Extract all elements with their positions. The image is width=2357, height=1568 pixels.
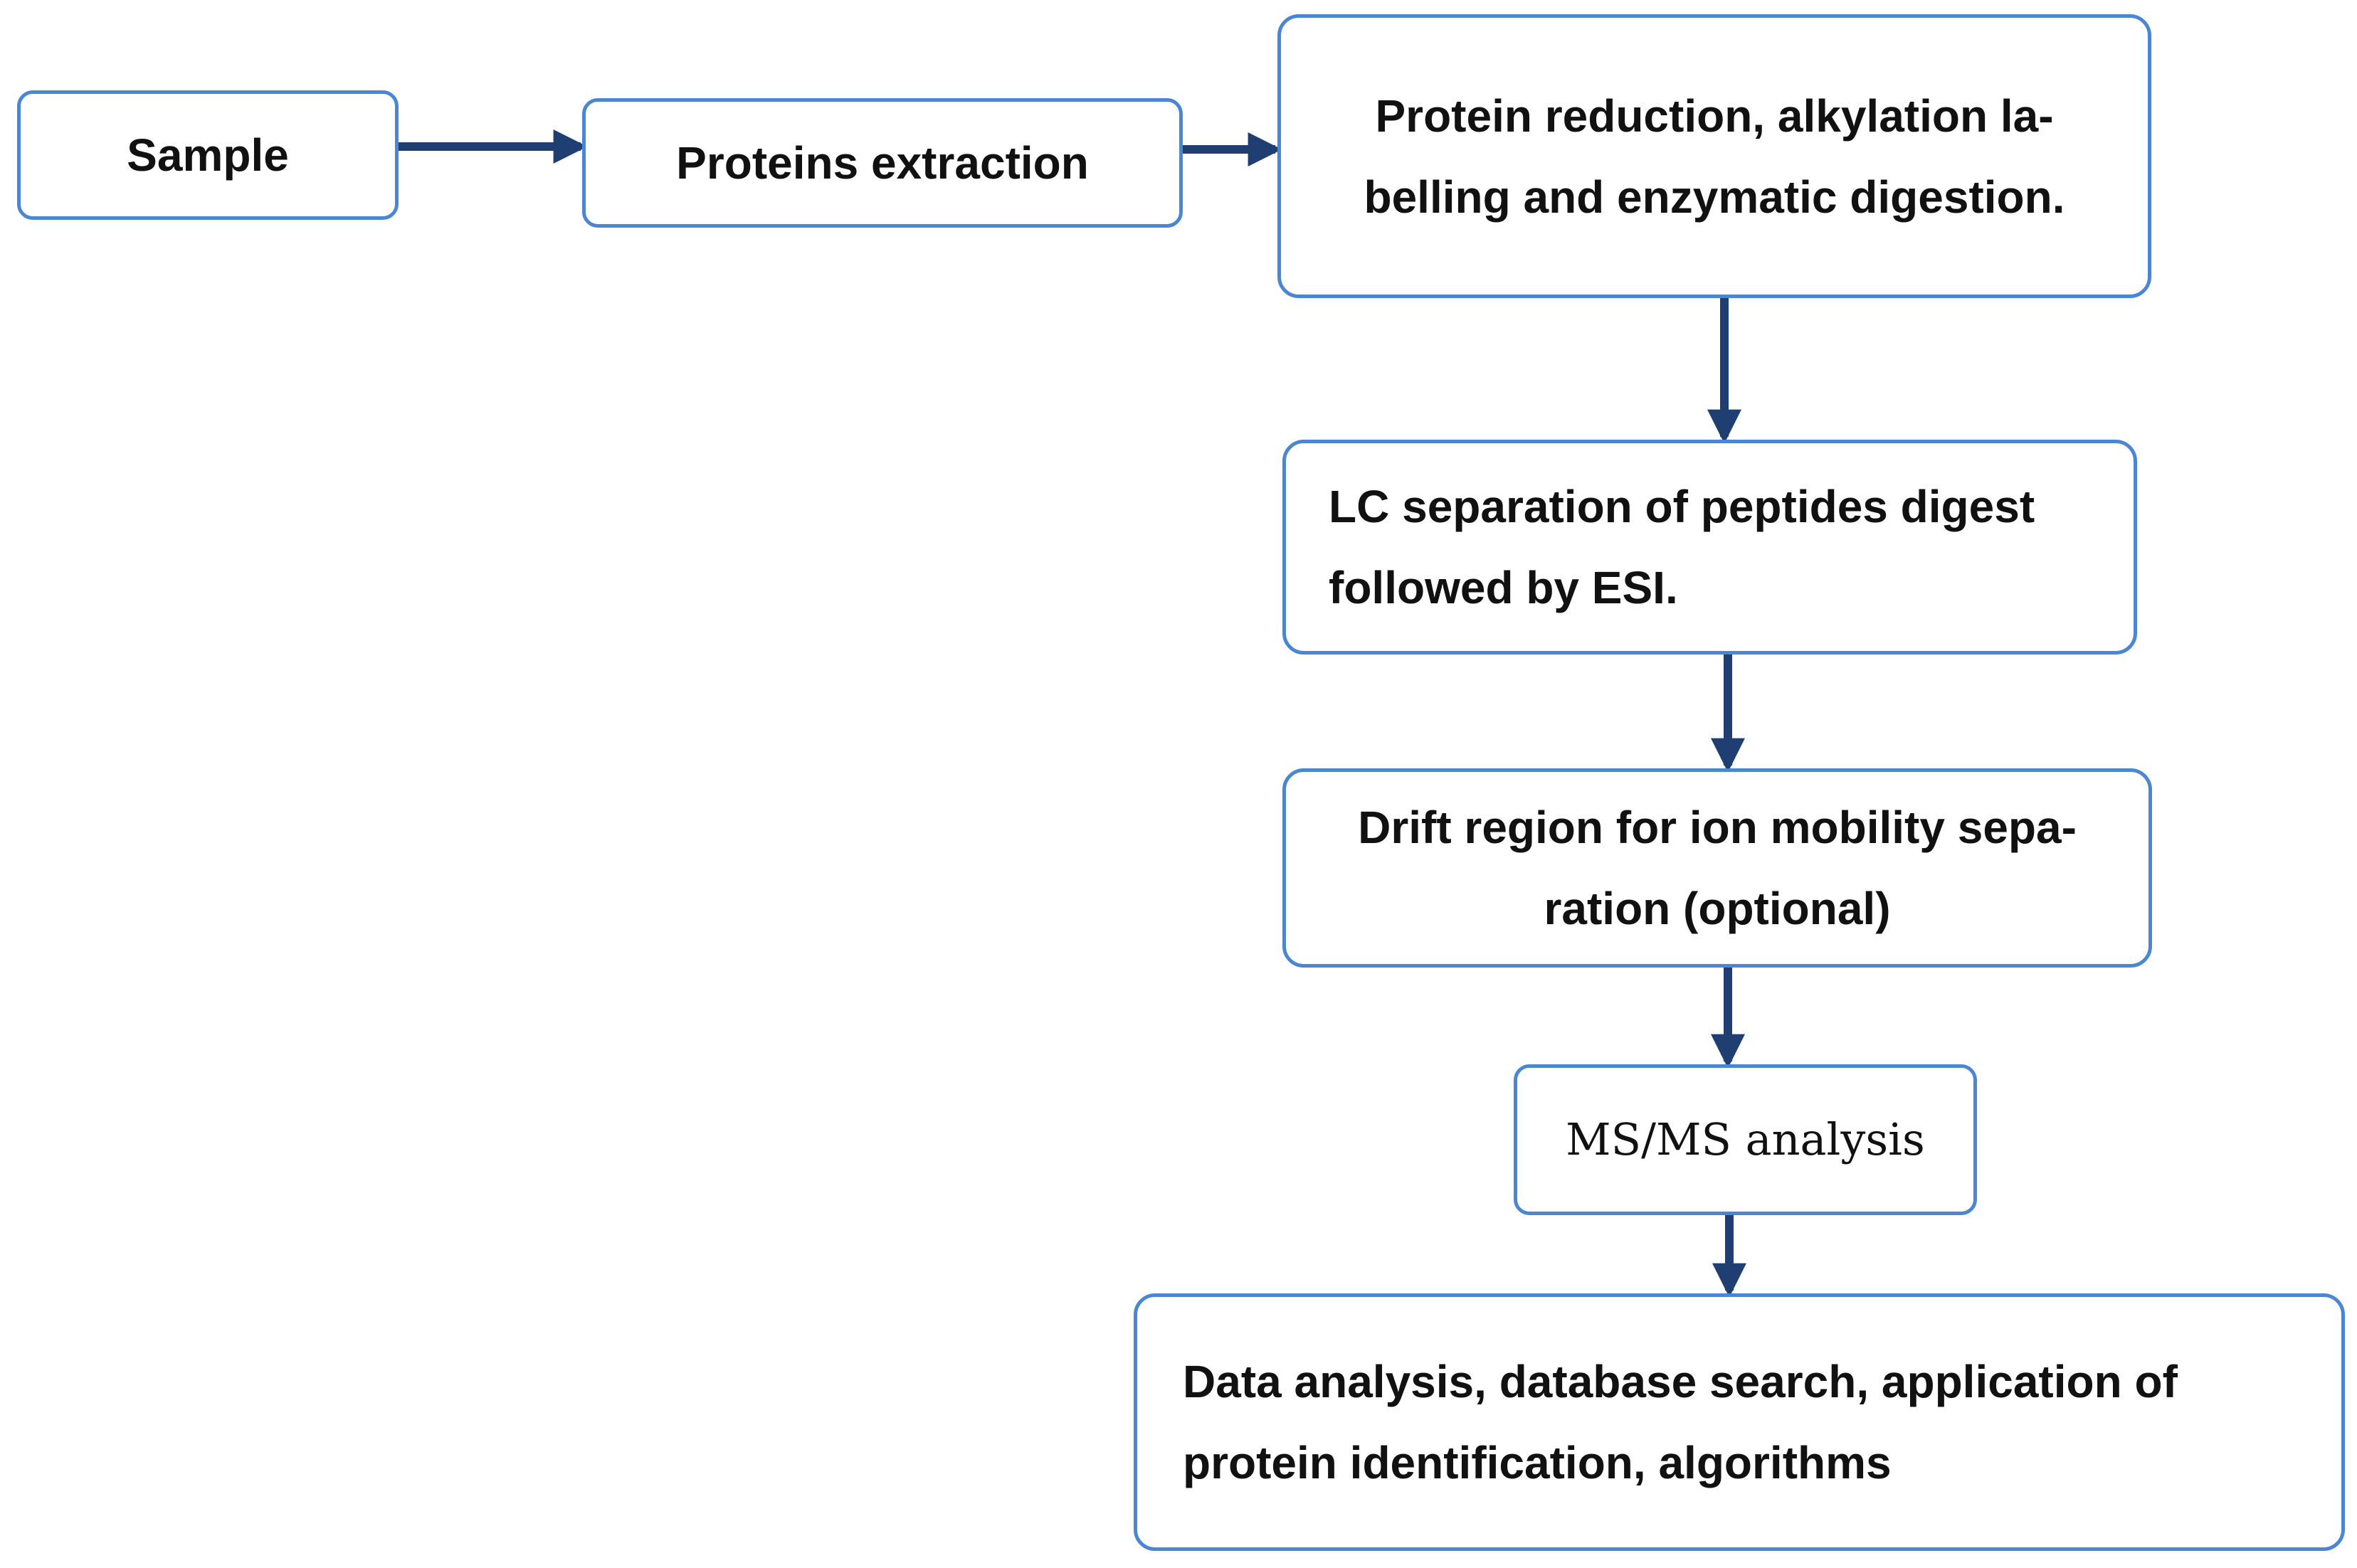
node-protein-reduction-line-2: belling and enzymatic digestion. <box>1364 171 2065 223</box>
node-drift-region-text: Drift region for ion mobility sepa- rati… <box>1358 787 2077 949</box>
node-lc-separation-line-2: followed by ESI. <box>1329 562 1678 613</box>
node-data-analysis-line-1: Data analysis, database search, applicat… <box>1183 1356 2178 1407</box>
node-proteins-extraction: Proteins extraction <box>582 98 1183 228</box>
node-protein-reduction-line-1: Protein reduction, alkylation la- <box>1375 90 2054 142</box>
node-msms-analysis-label: MS/MS analysis <box>1566 1113 1925 1165</box>
node-drift-region: Drift region for ion mobility sepa- rati… <box>1282 768 2152 968</box>
node-proteins-extraction-label: Proteins extraction <box>676 137 1089 189</box>
node-msms-analysis: MS/MS analysis <box>1514 1064 1977 1215</box>
node-data-analysis: Data analysis, database search, applicat… <box>1134 1293 2345 1551</box>
node-lc-separation-text: LC separation of peptides digest followe… <box>1329 466 2091 628</box>
node-data-analysis-text: Data analysis, database search, applicat… <box>1183 1341 2296 1503</box>
node-drift-region-line-2: ration (optional) <box>1544 883 1891 934</box>
node-protein-reduction-text: Protein reduction, alkylation la- bellin… <box>1364 75 2065 238</box>
node-lc-separation-line-1: LC separation of peptides digest <box>1329 481 2035 532</box>
node-data-analysis-line-2: protein identification, algorithms <box>1183 1437 1892 1488</box>
node-lc-separation: LC separation of peptides digest followe… <box>1282 440 2137 655</box>
node-sample-label: Sample <box>127 129 289 181</box>
node-protein-reduction: Protein reduction, alkylation la- bellin… <box>1277 14 2151 298</box>
node-sample: Sample <box>17 90 399 220</box>
node-drift-region-line-1: Drift region for ion mobility sepa- <box>1358 802 2077 853</box>
